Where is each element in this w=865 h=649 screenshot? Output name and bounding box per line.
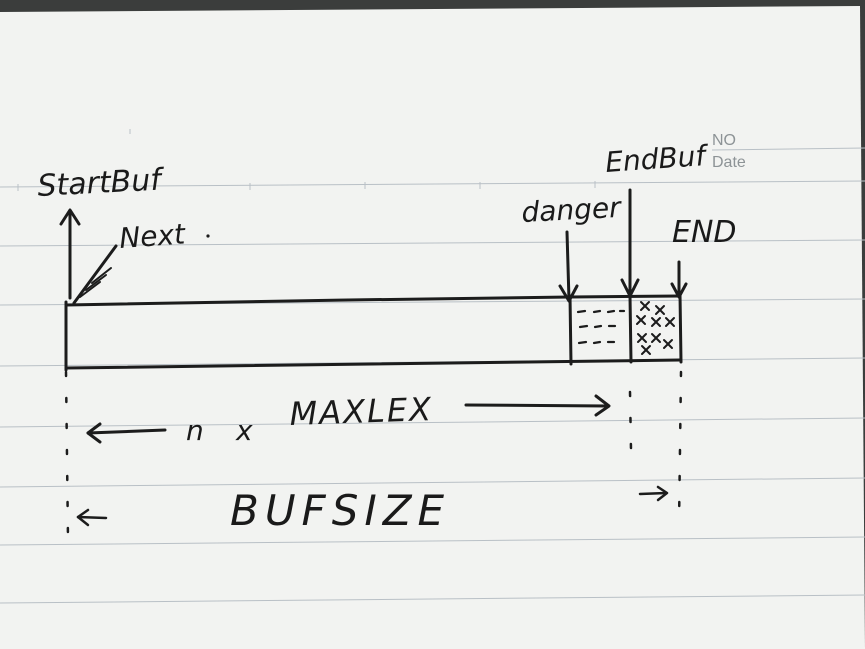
next-dot bbox=[206, 234, 210, 238]
danger-label: danger bbox=[521, 191, 623, 229]
maxlex-label: MAXLEX bbox=[289, 390, 434, 433]
end-label: END bbox=[672, 215, 737, 250]
endbuf-label: EndBuf bbox=[604, 139, 710, 179]
times-label: x bbox=[235, 414, 253, 447]
dashed-guides bbox=[64, 370, 683, 542]
notebook-header: NO Date bbox=[711, 132, 865, 171]
bufsize-label: BUFSIZE bbox=[230, 486, 450, 535]
danger-zone-hatching bbox=[576, 309, 626, 345]
danger-arrow bbox=[558, 230, 579, 303]
next-label: Next bbox=[118, 217, 187, 255]
maxlex-dimension: n x MAXLEX bbox=[86, 390, 611, 447]
n-label: n bbox=[186, 414, 204, 447]
endbuf-arrow bbox=[620, 188, 640, 298]
buffer-rectangle bbox=[64, 292, 683, 372]
no-label: NO bbox=[712, 132, 736, 149]
startbuf-arrow bbox=[59, 208, 81, 300]
end-arrow bbox=[670, 260, 688, 299]
end-zone-crosses bbox=[636, 301, 675, 355]
date-label: Date bbox=[712, 154, 746, 171]
ruled-tick-marks bbox=[17, 129, 596, 191]
startbuf-label: StartBuf bbox=[37, 162, 167, 204]
paper-sheet bbox=[0, 6, 865, 649]
buffer-diagram: StartBuf Next bbox=[37, 139, 737, 542]
bufsize-dimension: BUFSIZE bbox=[76, 485, 669, 535]
next-arrow bbox=[72, 244, 118, 305]
